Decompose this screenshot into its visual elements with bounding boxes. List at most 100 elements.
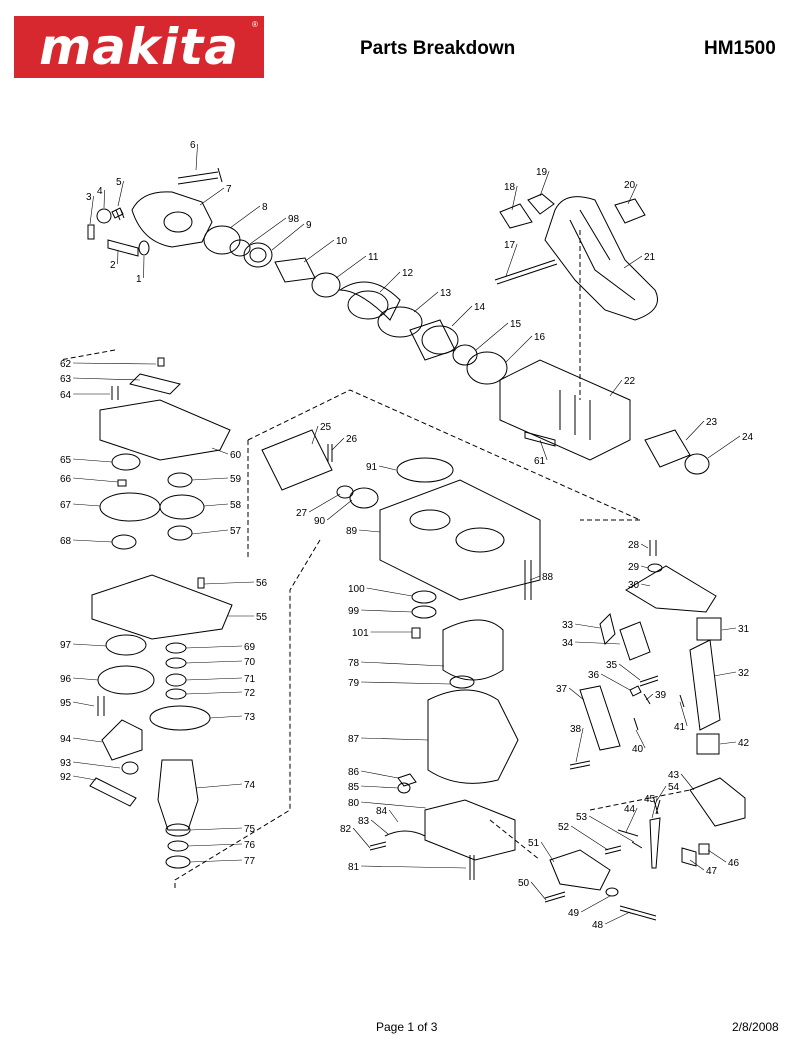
- part-label-31: 31: [738, 624, 750, 635]
- part-60-gear-cover: [99, 399, 231, 461]
- part-label-94: 94: [60, 734, 72, 745]
- part-label-69: 69: [244, 642, 256, 653]
- leader-line-89: [359, 529, 381, 533]
- leader-line-59: [191, 477, 229, 481]
- leader-line-98: [249, 217, 287, 245]
- leader-line-24: [707, 435, 741, 459]
- part-87-motor-housing: [427, 689, 519, 784]
- leader-line-94: [73, 737, 103, 743]
- assembly-guide-line: [589, 789, 691, 811]
- leader-line-13: [413, 291, 439, 313]
- leader-line-44: [625, 807, 638, 833]
- part-label-83: 83: [358, 816, 370, 827]
- part-97-bearing: [105, 634, 147, 656]
- part-label-20: 20: [624, 180, 636, 191]
- part-45-cord-clamp: [649, 817, 661, 869]
- part-67-gear: [99, 492, 161, 522]
- part-label-76: 76: [244, 840, 256, 851]
- part-label-33: 33: [562, 620, 574, 631]
- part-15-oring: [452, 344, 478, 366]
- part-label-87: 87: [348, 734, 360, 745]
- part-11-ring: [311, 272, 341, 298]
- leader-line-10: [303, 239, 335, 263]
- part-label-65: 65: [60, 455, 72, 466]
- part-36-brush: [629, 685, 642, 697]
- part-47-terminal: [681, 847, 697, 867]
- part-7-bore: [163, 211, 193, 233]
- part-label-99: 99: [348, 606, 360, 617]
- leader-line-14: [451, 305, 473, 327]
- leader-line-53: [588, 815, 635, 843]
- part-label-30: 30: [628, 580, 640, 591]
- part-46-cap: [698, 843, 710, 855]
- part-25-piston: [261, 429, 333, 491]
- leader-line-95: [73, 701, 95, 707]
- leader-line-54: [655, 785, 667, 803]
- part-label-46: 46: [728, 858, 740, 869]
- leader-line-63: [73, 377, 141, 381]
- part-label-26: 26: [346, 434, 358, 445]
- registered-mark: ®: [252, 20, 258, 29]
- part-label-84: 84: [376, 806, 388, 817]
- part-35-spring: [639, 675, 659, 687]
- leader-line-78: [361, 661, 445, 667]
- part-95-screw: [97, 696, 105, 716]
- part-label-50: 50: [518, 878, 530, 889]
- part-label-91: 91: [366, 462, 378, 473]
- part-101-screw: [411, 627, 421, 639]
- part-89-bore-2: [455, 527, 505, 553]
- leader-line-38: [575, 727, 584, 763]
- part-label-14: 14: [474, 302, 486, 313]
- part-20-grip: [614, 198, 646, 224]
- part-label-85: 85: [348, 782, 360, 793]
- leader-line-99: [361, 609, 413, 613]
- leader-line-87: [361, 737, 429, 741]
- leader-line-62: [73, 362, 157, 365]
- part-10-sleeve: [274, 257, 316, 283]
- part-label-62: 62: [60, 359, 72, 370]
- part-76-ring: [167, 840, 189, 852]
- part-label-51: 51: [528, 838, 540, 849]
- leader-line-70: [185, 660, 243, 664]
- part-69-ring: [165, 642, 187, 654]
- part-63-plate: [129, 373, 181, 395]
- part-79-ring: [449, 675, 475, 689]
- part-label-36: 36: [588, 670, 600, 681]
- part-13-ring: [377, 306, 423, 338]
- part-70-ring: [165, 657, 187, 669]
- part-28-screw: [649, 540, 657, 556]
- leader-line-65: [73, 458, 113, 463]
- part-label-68: 68: [60, 536, 72, 547]
- part-19-knob: [527, 193, 555, 215]
- part-label-55: 55: [256, 612, 268, 623]
- part-label-21: 21: [644, 252, 656, 263]
- part-label-4: 4: [97, 186, 103, 197]
- leader-line-61: [539, 439, 548, 461]
- part-9-bearing: [243, 242, 273, 268]
- part-label-82: 82: [340, 824, 352, 835]
- part-82-screw: [369, 841, 387, 851]
- part-90-oring: [349, 487, 379, 509]
- leader-line-75: [189, 827, 243, 831]
- part-label-2: 2: [110, 260, 116, 271]
- part-17-bolt: [494, 259, 558, 285]
- part-71-bearing: [165, 673, 187, 687]
- part-label-22: 22: [624, 376, 636, 387]
- part-31-cap: [696, 617, 722, 641]
- part-4-cap: [96, 208, 112, 224]
- page-indicator: Page 1 of 3: [376, 1020, 438, 1034]
- leader-line-49: [580, 895, 611, 913]
- part-40-pin: [633, 717, 639, 731]
- assembly-guide-line: [174, 539, 321, 890]
- leader-line-60: [211, 447, 229, 455]
- part-51-switch: [549, 849, 611, 891]
- leader-line-97: [73, 643, 107, 647]
- part-50-screw: [544, 891, 566, 903]
- part-14-sleeve: [409, 319, 456, 361]
- part-label-101: 101: [352, 628, 369, 639]
- part-label-100: 100: [348, 584, 365, 595]
- leader-line-52: [570, 825, 609, 851]
- leader-line-30: [641, 583, 651, 587]
- part-label-35: 35: [606, 660, 618, 671]
- part-83-band: [384, 830, 426, 837]
